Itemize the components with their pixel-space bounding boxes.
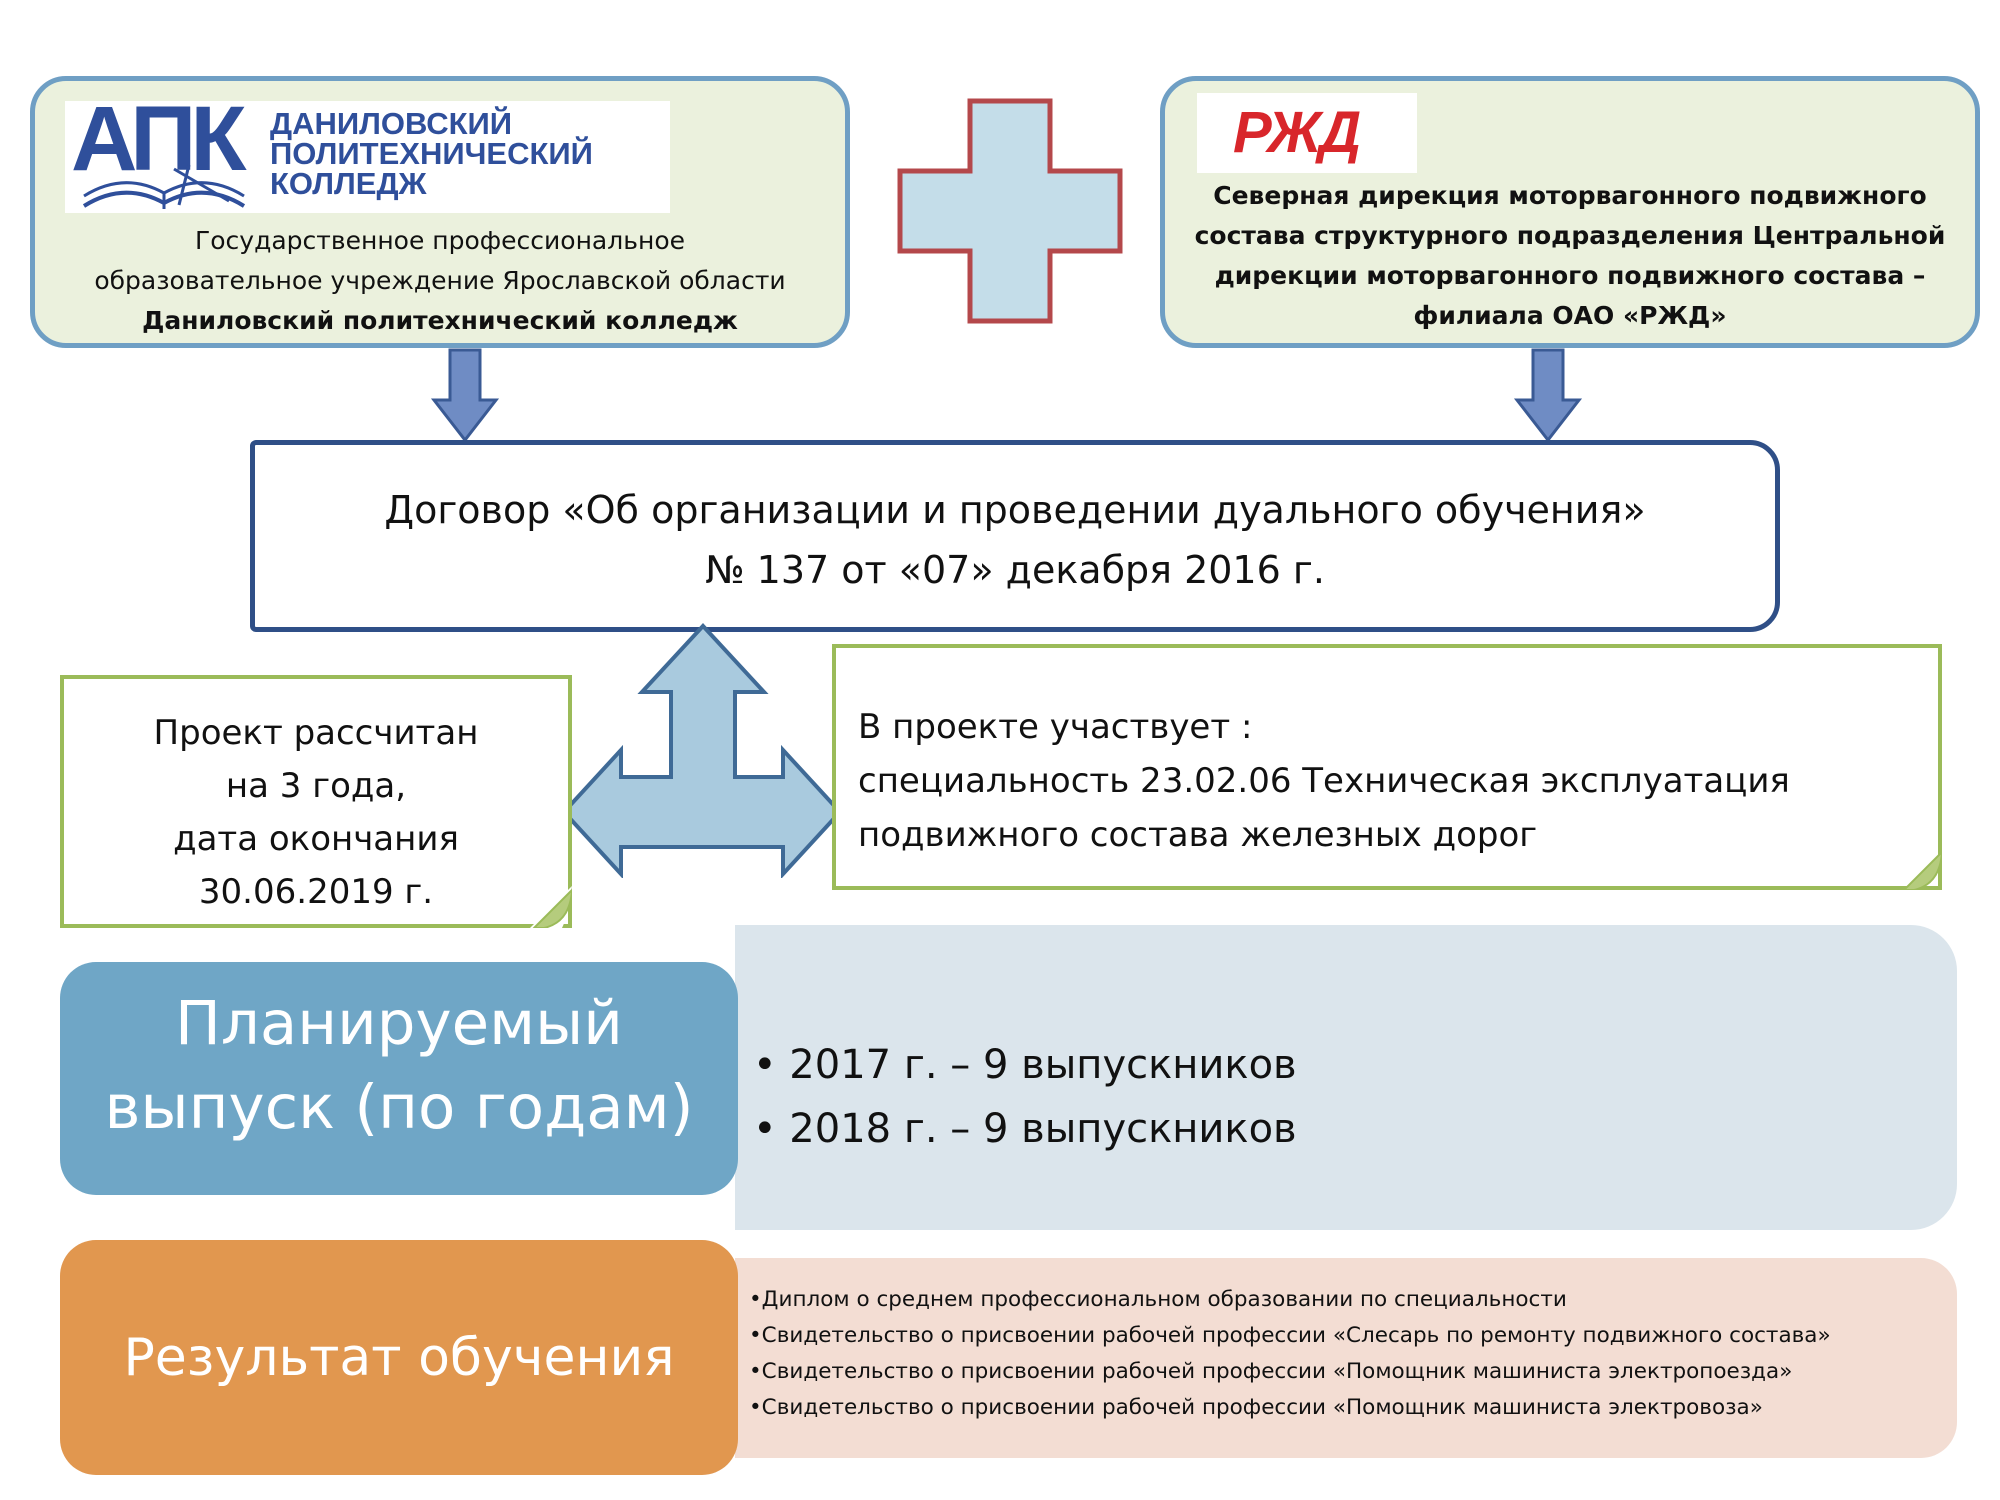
- railway-partner-description: Северная дирекция моторвагонного подвижн…: [1175, 176, 1965, 336]
- college-line: образовательное учреждение Ярославской о…: [94, 266, 786, 295]
- specialty-line: специальность 23.02.06 Техническая экспл…: [858, 761, 1790, 801]
- arrow-down-right-icon: [1513, 348, 1583, 443]
- college-logo-name-line: ПОЛИТЕХНИЧЕСКИЙ: [270, 136, 593, 171]
- railway-partner-line: дирекции моторвагонного подвижного соста…: [1214, 261, 1926, 290]
- rzd-logo: РЖД: [1197, 93, 1417, 173]
- railway-partner-line: филиала ОАО «РЖД»: [1413, 301, 1727, 330]
- planned-release-list: • 2017 г. – 9 выпускников • 2018 г. – 9 …: [753, 1033, 1297, 1161]
- duration-line: дата окончания: [173, 819, 459, 859]
- training-result-panel: •Диплом о среднем профессиональном образ…: [735, 1258, 1957, 1458]
- college-logo-abbr: АПК: [71, 88, 246, 190]
- arrow-down-left-icon: [430, 348, 500, 443]
- training-result-item: •Свидетельство о присвоении рабочей проф…: [749, 1323, 1831, 1348]
- planned-release-label: Планируемый выпуск (по годам): [60, 962, 738, 1195]
- college-logo-name-line: ДАНИЛОВСКИЙ: [270, 106, 513, 141]
- planned-release-item: • 2018 г. – 9 выпускников: [753, 1106, 1297, 1152]
- railway-partner-box: РЖД Северная дирекция моторвагонного под…: [1160, 76, 1980, 348]
- college-logo-name-line: КОЛЛЕДЖ: [270, 166, 427, 201]
- planned-release-panel: • 2017 г. – 9 выпускников • 2018 г. – 9 …: [735, 925, 1957, 1230]
- training-result-item: •Свидетельство о присвоении рабочей проф…: [749, 1395, 1763, 1420]
- end-date: 30.06.2019 г.: [198, 872, 434, 912]
- college-logo-name: ДАНИЛОВСКИЙ ПОЛИТЕХНИЧЕСКИЙ КОЛЛЕДЖ: [270, 106, 593, 201]
- college-name: Даниловский политехнический колледж: [142, 306, 738, 335]
- planned-release-title: Планируемый: [175, 988, 623, 1059]
- college-line: Государственное профессиональное: [195, 226, 685, 255]
- training-result-label: Результат обучения: [60, 1240, 738, 1475]
- training-result-item: •Диплом о среднем профессиональном образ…: [749, 1287, 1567, 1312]
- college-description: Государственное профессиональное образов…: [35, 221, 845, 341]
- duration-line: Проект рассчитан: [153, 713, 479, 753]
- participants-note: В проекте участвует : специальность 23.0…: [832, 644, 1942, 890]
- rzd-logo-text: РЖД: [1233, 100, 1361, 165]
- plus-icon: [897, 98, 1123, 324]
- duration-line: на 3 года,: [225, 766, 407, 806]
- contract-title: Договор «Об организации и проведении дуа…: [384, 488, 1646, 532]
- specialty-line: подвижного состава железных дорог: [858, 815, 1538, 855]
- training-result-list: •Диплом о среднем профессиональном образ…: [749, 1282, 1831, 1426]
- project-duration-note: Проект рассчитан на 3 года, дата окончан…: [60, 675, 572, 928]
- page-fold-icon: [530, 886, 572, 928]
- planned-release-title: выпуск (по годам): [104, 1072, 694, 1143]
- railway-partner-line: Северная дирекция моторвагонного подвижн…: [1213, 181, 1927, 210]
- page-fold-icon: [1902, 850, 1942, 890]
- participants-heading: В проекте участвует :: [858, 707, 1253, 747]
- planned-release-item: • 2017 г. – 9 выпускников: [753, 1042, 1297, 1088]
- contract-box: Договор «Об организации и проведении дуа…: [250, 440, 1780, 632]
- three-way-arrow-icon: [561, 623, 843, 878]
- contract-number: № 137 от «07» декабря 2016 г.: [705, 548, 1325, 592]
- college-box: АПК ДАНИЛОВСКИЙ ПОЛИТЕХНИЧЕСКИЙ КОЛЛЕДЖ …: [30, 76, 850, 348]
- college-logo-book-icon: [82, 164, 246, 209]
- college-logo: АПК ДАНИЛОВСКИЙ ПОЛИТЕХНИЧЕСКИЙ КОЛЛЕДЖ: [65, 93, 670, 213]
- training-result-title: Результат обучения: [123, 1327, 675, 1388]
- railway-partner-line: состава структурного подразделения Центр…: [1194, 221, 1946, 250]
- training-result-item: •Свидетельство о присвоении рабочей проф…: [749, 1359, 1793, 1384]
